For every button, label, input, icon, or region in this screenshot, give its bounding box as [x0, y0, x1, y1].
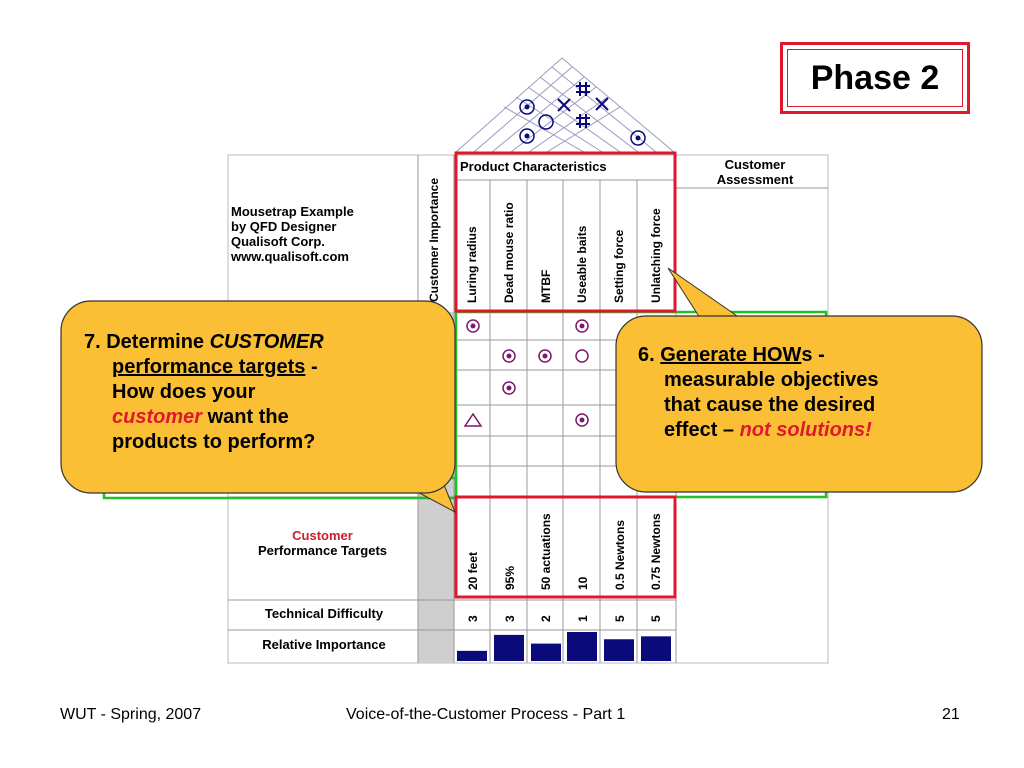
footer-left: WUT - Spring, 2007: [60, 706, 202, 723]
difficulty-value: 3: [466, 615, 480, 622]
target-value: 10: [576, 576, 590, 590]
difficulty-value: 5: [613, 615, 627, 622]
callout-right-line3: that cause the desired: [664, 394, 876, 416]
callout-left-line4-suffix: want the: [202, 406, 289, 428]
importance-bar: [641, 636, 671, 661]
characteristic-header: MTBF: [539, 269, 553, 303]
callout-left-text: 7. Determine CUSTOMER performance target…: [84, 330, 324, 455]
importance-bar: [604, 639, 634, 661]
characteristic-header: Useable baits: [575, 225, 589, 303]
target-value: 0.5 Newtons: [613, 519, 627, 590]
customer-importance-label: Customer Importance: [427, 177, 441, 302]
phase-box: Phase 2: [780, 42, 970, 114]
importance-bar: [494, 634, 524, 661]
callout-right-line4-emph: not solutions!: [739, 419, 872, 441]
callout-left-line1-prefix: 7. Determine: [84, 331, 210, 353]
target-value: 20 feet: [466, 551, 480, 590]
callout-left-line1-emph: CUSTOMER: [209, 331, 324, 353]
callout-right-line1-underlined: Generate HOW: [660, 344, 802, 366]
difficulty-value: 1: [576, 615, 590, 622]
callout-right-line2: measurable objectives: [664, 369, 879, 391]
callout-right-line1-suffix: s -: [801, 344, 825, 366]
targets-label-customer: Customer: [292, 528, 353, 543]
example-line: www.qualisoft.com: [231, 249, 349, 264]
difficulty-value: 2: [539, 615, 553, 622]
relationship-symbols: [463, 319, 589, 427]
example-caption: Mousetrap Example by QFD Designer Qualis…: [231, 204, 354, 264]
callout-right-bubble: [615, 315, 983, 493]
callout-left-line2-underlined: performance targets: [112, 356, 306, 378]
callout-left-line2-suffix: -: [305, 356, 318, 378]
target-value: 50 actuations: [539, 513, 553, 590]
callout-left-bubble: [60, 300, 456, 494]
callout-right-text: 6. Generate HOWs - measurable objectives…: [638, 343, 879, 443]
importance-bar: [567, 632, 597, 661]
characteristic-header: Setting force: [612, 229, 626, 303]
importance-bar: [531, 643, 561, 661]
relative-importance-label: Relative Importance: [262, 637, 386, 652]
footer-center: Voice-of-the-Customer Process - Part 1: [346, 706, 626, 723]
example-line: by QFD Designer: [231, 219, 337, 234]
difficulty-value: 3: [503, 615, 517, 622]
callout-right-line1-prefix: 6.: [638, 344, 661, 366]
callout-right-line4-prefix: effect –: [664, 419, 740, 441]
targets-label-rest: Performance Targets: [257, 543, 388, 558]
performance-targets-label: Customer Performance Targets: [230, 528, 415, 558]
callout-left-line5: products to perform?: [112, 431, 316, 453]
customer-assessment-line: Customer: [724, 157, 786, 172]
importance-bar: [457, 650, 487, 661]
example-line: Mousetrap Example: [231, 204, 354, 219]
roof-symbols: [519, 82, 646, 146]
characteristic-header: Dead mouse ratio: [502, 202, 516, 303]
relative-importance-bars: [457, 632, 671, 661]
target-value: 95%: [503, 565, 517, 590]
product-characteristics-label: Product Characteristics: [460, 159, 607, 174]
difficulty-value: 5: [649, 615, 663, 622]
example-line: Qualisoft Corp.: [231, 234, 325, 249]
phase-label: Phase 2: [787, 49, 963, 107]
characteristic-header: Unlatching force: [649, 208, 663, 303]
technical-difficulty-label: Technical Difficulty: [264, 606, 384, 621]
customer-assessment-line: Assessment: [716, 172, 794, 187]
footer-page-number: 21: [942, 706, 960, 723]
callout-left-line3: How does your: [112, 381, 256, 403]
callout-left-line4-emph: customer: [112, 406, 203, 428]
target-value: 0.75 Newtons: [649, 513, 663, 590]
characteristic-header: Luring radius: [465, 226, 479, 303]
customer-assessment-label: Customer Assessment: [700, 157, 810, 187]
